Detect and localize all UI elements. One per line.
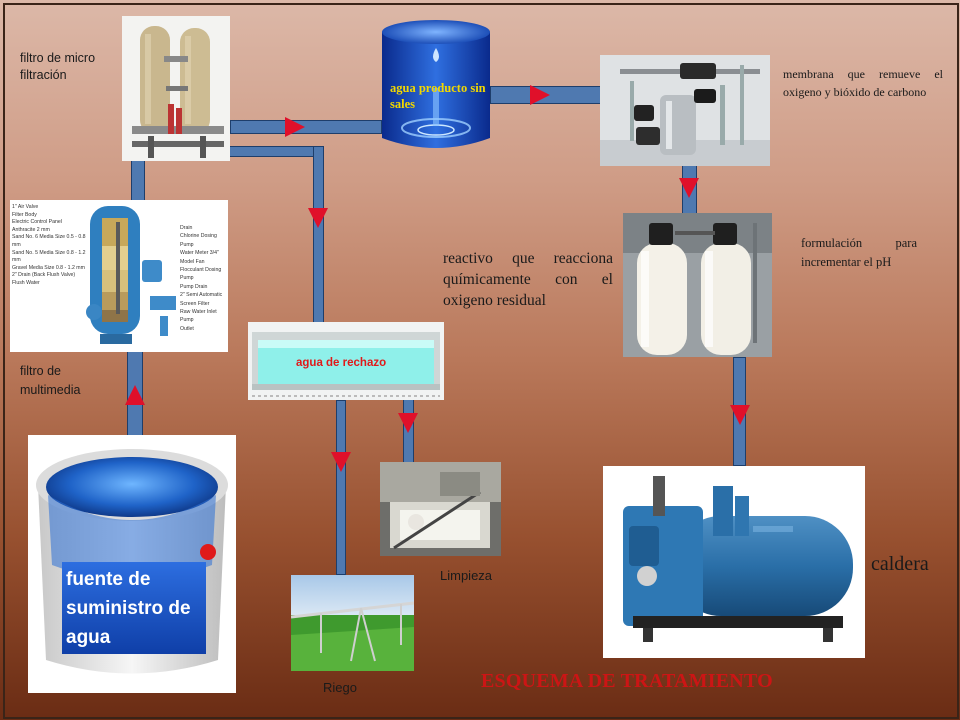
filter-diagram-left-label-5: Sand No. 5 Media Size 0.8 - 1.2 mm — [12, 249, 86, 264]
filter-diagram-right-label-1: Chlorine Dosing Pump — [180, 233, 217, 248]
filter-diagram-left-label-1: Filter Body — [12, 211, 37, 218]
filter-diagram-right-label-3: Flocculant Dosing Pump — [180, 267, 222, 282]
arrow-down-to-reject — [308, 208, 328, 228]
micro-filter-label: filtro de micro filtración — [20, 51, 96, 82]
filter-diagram-left-label-2: Electric Control Panel — [12, 219, 62, 226]
cleaning-image — [380, 462, 501, 556]
pipe-reject-to-irrigation — [336, 400, 346, 575]
cleaning-label: Limpieza — [440, 568, 493, 583]
irrigation-label: Riego — [323, 680, 357, 695]
irrigation-image — [291, 575, 414, 671]
filter-diagram-right-label-5: 2" Semi Automatic Screen Filter — [180, 292, 223, 307]
arrow-down-to-boiler — [730, 405, 750, 425]
water-source-label: fuente de suministro de agua — [66, 569, 191, 648]
product-water-tank — [380, 18, 492, 153]
membrane-image — [600, 55, 770, 166]
filter-diagram-left-label-7: 2" Drain (Back Flush Valve) — [12, 272, 76, 279]
filter-diagram-right-label-4: Pump Drain — [180, 283, 208, 290]
pipe-reject-vertical — [313, 146, 324, 332]
boiler-image — [603, 466, 865, 658]
arrow-down-to-formulation — [679, 178, 699, 198]
arrow-right-to-product — [285, 117, 305, 137]
reject-water-label: agua de rechazo — [296, 357, 387, 369]
ph-formulation-label: formulación para incrementar el pH — [801, 236, 917, 269]
diagram-title: ESQUEMA DE TRATAMIENTO — [481, 670, 773, 692]
arrow-up-from-source — [125, 385, 145, 405]
boiler-label: caldera — [871, 553, 929, 575]
formulation-image — [623, 213, 772, 357]
arrow-down-to-cleaning — [398, 413, 418, 433]
filter-diagram-right-label-0: Drain — [180, 225, 193, 231]
multimedia-filter-label: filtro de multimedia — [20, 364, 81, 397]
water-source-overlay — [62, 562, 206, 654]
pipe-micro-to-product — [230, 120, 382, 134]
filter-diagram-left-label-4: Sand No. 6 Media Size 0.5 - 0.8 mm — [12, 234, 86, 248]
filter-diagram-right-label-2: Water Meter 3/4" Model Fan — [180, 250, 219, 265]
pipe-multimedia-to-micro — [131, 160, 145, 205]
water-source-image: fuente de suministro de agua — [28, 435, 236, 693]
filter-diagram-right-label-6: Raw Water Inlet Pump — [180, 309, 217, 324]
filter-diagram-left-label-3: Anthracite 2 mm — [12, 226, 50, 233]
product-water-label: agua producto sin sales — [390, 81, 486, 111]
arrow-right-to-membrane — [530, 85, 550, 105]
arrow-down-to-irrigation — [331, 452, 351, 472]
filter-diagram-left-label-8: Flush Water — [12, 279, 40, 286]
filter-diagram-left-label-6: Gravel Media Size 0.8 - 1.2 mm — [12, 264, 85, 271]
micro-filter-image — [122, 16, 230, 161]
filter-diagram-left-label-0: 1" Air Valve — [12, 204, 39, 210]
reject-water-tank — [248, 322, 444, 400]
membrane-label: membrana que remueve el oxigeno y bióxid… — [783, 67, 943, 99]
filter-diagram-right-label-7: Outlet — [180, 325, 194, 332]
reagent-label: reactivo que reacciona químicamente con … — [443, 250, 613, 309]
